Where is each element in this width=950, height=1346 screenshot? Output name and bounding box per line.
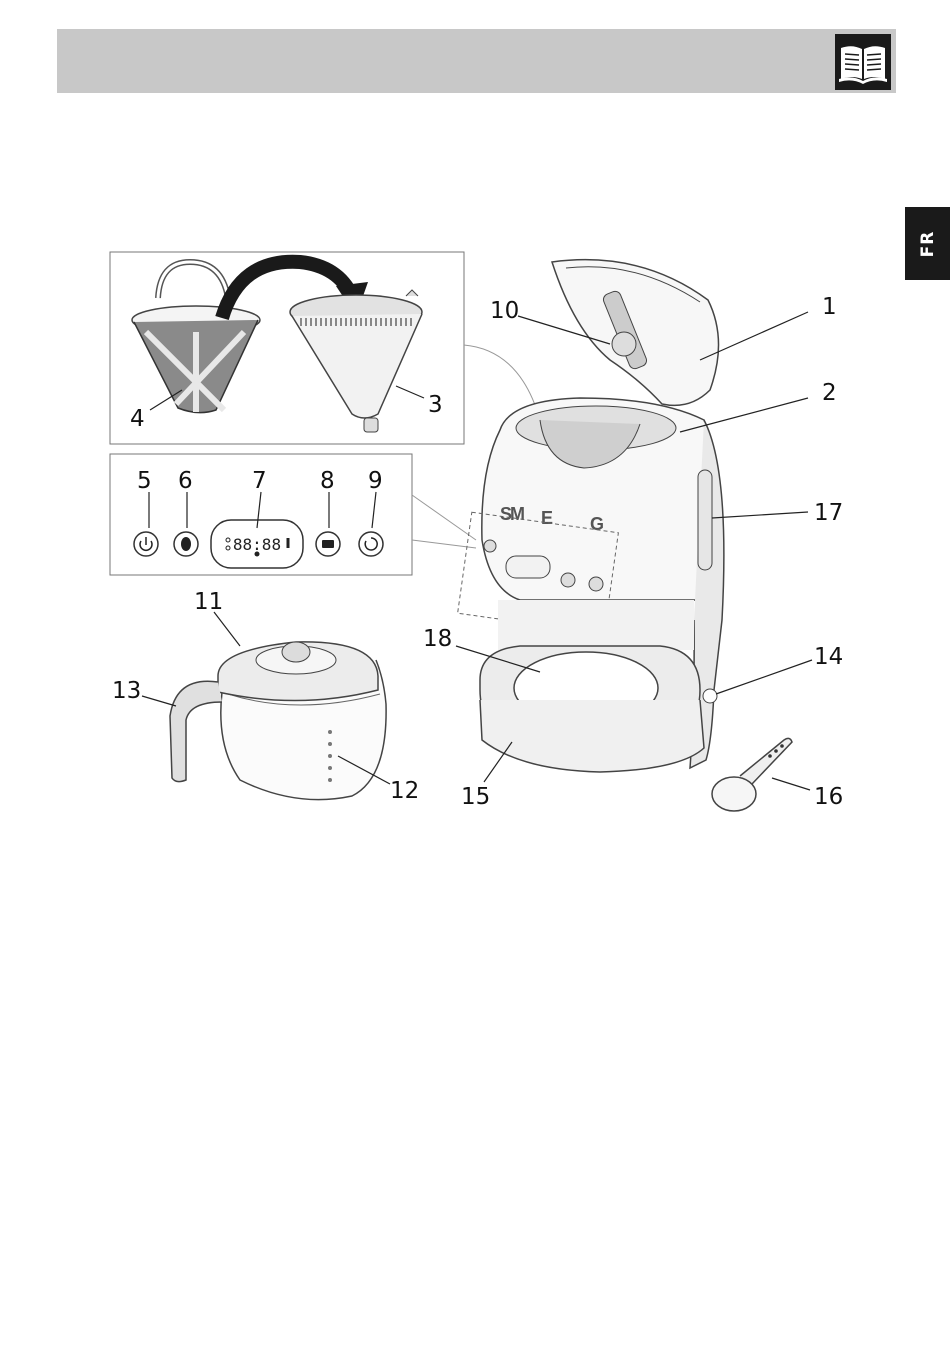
callout-4: 4 xyxy=(130,406,145,432)
panel-connector-2 xyxy=(412,540,476,548)
callout-14: 14 xyxy=(814,644,843,670)
callout-15: 15 xyxy=(461,784,490,810)
callout-18: 18 xyxy=(423,626,452,652)
callout-6: 6 xyxy=(178,468,193,494)
callout-5: 5 xyxy=(137,468,152,494)
lcd-dot xyxy=(255,552,260,557)
callout-7: 7 xyxy=(252,468,267,494)
machine-display xyxy=(506,556,550,578)
brand-letter-g: G xyxy=(590,514,604,534)
carafe-handle xyxy=(170,681,222,781)
callout-10: 10 xyxy=(490,298,519,324)
callout-13: 13 xyxy=(112,678,141,704)
brand-letter-e: E xyxy=(541,508,553,528)
callout-8: 8 xyxy=(320,468,335,494)
callout-9: 9 xyxy=(368,468,383,494)
callout-11: 11 xyxy=(194,589,223,615)
coffee-bean-icon xyxy=(181,537,191,551)
glass-carafe xyxy=(170,642,386,800)
measuring-spoon xyxy=(712,738,792,811)
callout-12: 12 xyxy=(390,778,419,804)
coffee-machine: S M E G xyxy=(458,260,724,772)
callout-3: 3 xyxy=(428,392,443,418)
callout-16: 16 xyxy=(814,784,843,810)
lcd-time-readout: 88:88 xyxy=(233,535,281,554)
callout-1: 1 xyxy=(822,294,837,320)
panel-connector-1 xyxy=(412,495,476,540)
heater-plate-icon xyxy=(322,540,334,548)
brand-letter-m: M xyxy=(510,504,525,524)
auto-start-button[interactable] xyxy=(359,532,383,556)
callout-17: 17 xyxy=(814,500,843,526)
power-switch xyxy=(703,689,717,703)
water-level-window xyxy=(698,470,712,570)
callout-2: 2 xyxy=(822,380,837,406)
